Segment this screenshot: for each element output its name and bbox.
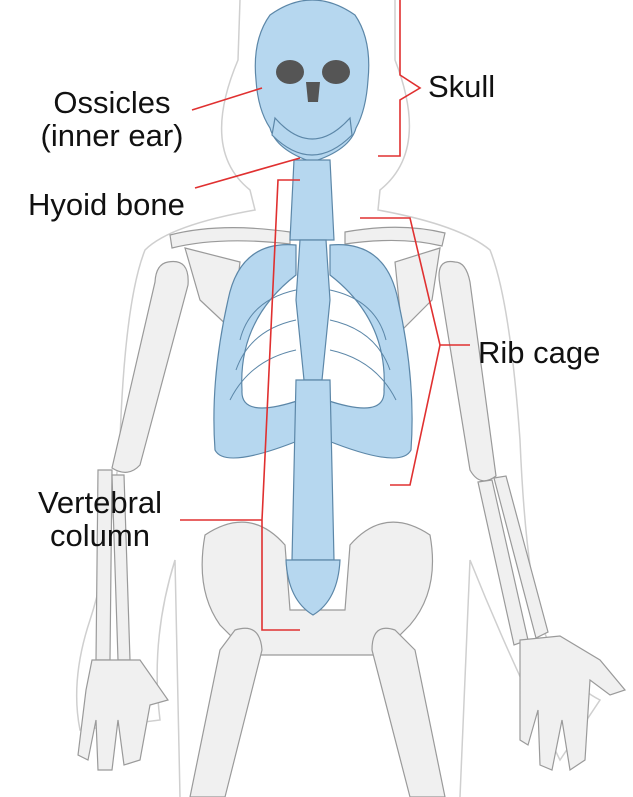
skull [254, 0, 370, 163]
right-humerus [438, 260, 497, 482]
right-femur [371, 627, 446, 797]
right-hand [519, 635, 627, 772]
label-ossicles-line1: Ossicles [53, 85, 171, 120]
label-rib-cage: Rib cage [478, 335, 601, 370]
left-hand [77, 659, 169, 771]
ossicles-leader [191, 87, 263, 111]
sternum [295, 239, 331, 381]
nasal-cavity [306, 82, 320, 102]
axial-bones [213, 0, 413, 616]
left-femur [189, 627, 263, 797]
pelvis [201, 521, 434, 656]
sacrum [285, 559, 341, 616]
rib-cage-left [213, 244, 301, 459]
label-vertebral-line1: Vertebral [37, 485, 163, 520]
hyoid-leader [194, 157, 301, 189]
leader-lines [180, 0, 470, 631]
left-orbit [276, 60, 304, 84]
right-ulna [493, 475, 549, 639]
right-orbit [322, 60, 350, 84]
label-vertebral-line2: column [50, 518, 150, 553]
label-vertebral-column: Vertebral column [22, 486, 178, 552]
label-ossicles-line2: (inner ear) [40, 118, 184, 153]
rib-cage-right [325, 244, 413, 459]
rib-cage-bracket [360, 217, 470, 486]
cervical-vertebrae [289, 159, 335, 241]
label-ossicles: Ossicles (inner ear) [22, 86, 202, 152]
left-clavicle [169, 227, 291, 249]
rib-lines [229, 289, 397, 401]
label-hyoid-bone: Hyoid bone [28, 187, 185, 222]
vertebral-bracket [180, 179, 300, 631]
skull-details [276, 60, 350, 102]
left-humerus [111, 260, 189, 473]
skull-bracket [378, 0, 422, 157]
label-skull: Skull [428, 69, 496, 104]
right-clavicle [344, 226, 446, 247]
appendicular-bones [77, 226, 627, 797]
mandible [271, 116, 353, 156]
lumbar-vertebrae [291, 379, 335, 561]
